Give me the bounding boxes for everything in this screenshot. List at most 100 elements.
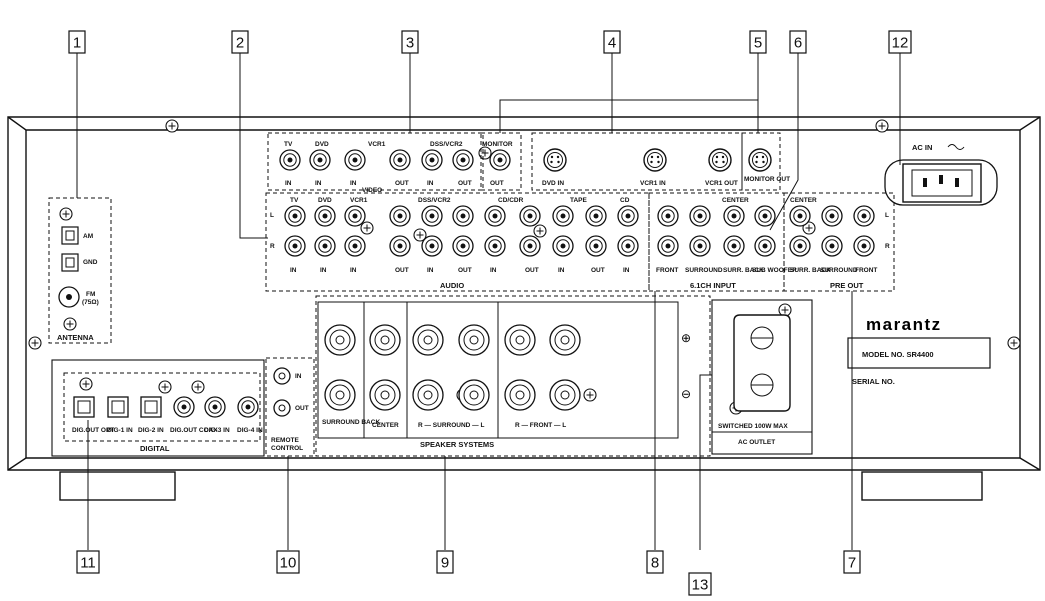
video-head-dss-vcr2: DSS/VCR2 (430, 141, 463, 148)
antenna-fm-label: FM (86, 291, 95, 298)
callout-2: 2 (231, 30, 249, 54)
speaker-terminal (369, 379, 401, 411)
svideo-jack (643, 148, 667, 172)
audio-section: L R TV DVD VCR1 DSS/VCR2 CD/CDR TAPE CD … (265, 192, 650, 292)
audio-jack-r (344, 235, 366, 257)
callout-number: 10 (280, 555, 297, 572)
callout-number: 12 (892, 35, 909, 52)
preout-front-label: FRONT (855, 267, 877, 274)
svideo-monitor-out: MONITOR OUT (744, 176, 790, 183)
preout-r-label: R (885, 243, 890, 250)
preout-jack (821, 205, 843, 227)
speaker-terminal (412, 379, 444, 411)
audio-jack-r (519, 235, 541, 257)
ch61-jack (723, 205, 745, 227)
digital-label-coax: DIG.OUT COAX (170, 427, 218, 434)
ch61-jack (657, 235, 679, 257)
brand-plate: marantz MODEL NO. SR4400 SERIAL NO. (847, 315, 991, 386)
video-jack (389, 149, 411, 171)
svideo-jack (543, 148, 567, 172)
audio-jack-l (484, 205, 506, 227)
serial-number: SERIAL NO. (852, 377, 895, 386)
audio-head-dss-vcr2: DSS/VCR2 (418, 197, 451, 204)
audio-jack-r (389, 235, 411, 257)
audio-jack-l (421, 205, 443, 227)
video-jack-label: OUT (458, 180, 472, 187)
ac-outlet-switched: SWITCHED 100W MAX (718, 423, 788, 430)
callout-number: 7 (848, 555, 856, 572)
preout-jack (789, 235, 811, 257)
callout-6: 6 (789, 30, 807, 54)
monitor-out-label: OUT (490, 180, 504, 187)
speaker-surround-back-label: SURROUND BACK (322, 419, 380, 426)
svideo-section: DVD IN VCR1 IN VCR1 OUT MONITOR OUT (531, 132, 790, 191)
audio-jack-r (617, 235, 639, 257)
screw (802, 221, 816, 235)
speaker-surround-label: R — SURROUND — L (418, 422, 484, 429)
speaker-systems-section: SURROUND BACK CENTER R — SURROUND — L R … (315, 295, 711, 457)
speaker-terminal (369, 324, 401, 356)
callout-11: 11 (76, 550, 100, 574)
callout-7: 7 (843, 550, 861, 574)
speaker-plus-symbol: ⊕ (681, 331, 691, 345)
brand-logo: marantz (866, 315, 942, 334)
ac-outlet-title: AC OUTLET (738, 439, 775, 446)
antenna-title: ANTENNA (57, 333, 94, 342)
callout-1: 1 (68, 30, 86, 54)
preout-jack (853, 205, 875, 227)
optical-jack (107, 396, 129, 418)
audio-head-vcr1: VCR1 (350, 197, 368, 204)
audio-head-tv: TV (290, 197, 299, 204)
digital-label-dig2: DIG-2 IN (138, 427, 164, 434)
video-head-dvd: DVD (315, 141, 329, 148)
monitor-out-jack (489, 149, 511, 171)
callout-3: 3 (401, 30, 419, 54)
digital-title: DIGITAL (140, 444, 170, 453)
audio-r-label: R (270, 243, 275, 250)
audio-jack-r (284, 235, 306, 257)
audio-jack-label: OUT (591, 267, 605, 274)
video-jack (344, 149, 366, 171)
audio-jack-r (585, 235, 607, 257)
audio-jack-l (452, 205, 474, 227)
audio-jack-l (284, 205, 306, 227)
audio-jack-label: OUT (458, 267, 472, 274)
audio-jack-l (389, 205, 411, 227)
audio-jack-label: IN (320, 267, 327, 274)
ch61-subwoofer-label: SUB WOOFER (752, 267, 797, 274)
ch61-surrback-label: SURR. BACK (723, 267, 764, 274)
audio-jack-label: IN (350, 267, 357, 274)
audio-jack-r (552, 235, 574, 257)
screw (79, 377, 93, 391)
speaker-terminal (412, 324, 444, 356)
preout-surrback-label: SURR. BACK (790, 267, 831, 274)
audio-jack-label: OUT (525, 267, 539, 274)
callout-5: 5 (749, 30, 767, 54)
coax-jack (204, 396, 226, 418)
audio-jack-r (421, 235, 443, 257)
screw (583, 388, 597, 402)
ch61-jack (657, 205, 679, 227)
speaker-front-label: R — FRONT — L (515, 422, 566, 429)
callout-number: 5 (754, 35, 762, 52)
audio-jack-l (519, 205, 541, 227)
digital-label-dig4: DIG-4 IN (237, 427, 263, 434)
svideo-jack (748, 148, 772, 172)
svideo-dvd-in: DVD IN (542, 180, 564, 187)
screw (191, 380, 205, 394)
ch61-jack (723, 235, 745, 257)
ch61-jack (754, 205, 776, 227)
video-jack-label: OUT (395, 180, 409, 187)
remote-title-line1: REMOTE (271, 437, 299, 444)
callout-number: 11 (80, 555, 96, 572)
audio-jack-l (344, 205, 366, 227)
digital-section: DIG.OUT OPT DIG-1 IN DIG-2 IN DIG.OUT CO… (51, 359, 265, 457)
remote-control-section: IN OUT REMOTE CONTROL (265, 357, 315, 457)
callout-number: 4 (608, 35, 616, 52)
ac-inlet: AC IN (884, 143, 998, 206)
digital-label-opt: DIG.OUT OPT (72, 427, 114, 434)
optical-jack (140, 396, 162, 418)
callout-number: 1 (73, 35, 81, 52)
monitor-head: MONITOR (482, 141, 513, 148)
